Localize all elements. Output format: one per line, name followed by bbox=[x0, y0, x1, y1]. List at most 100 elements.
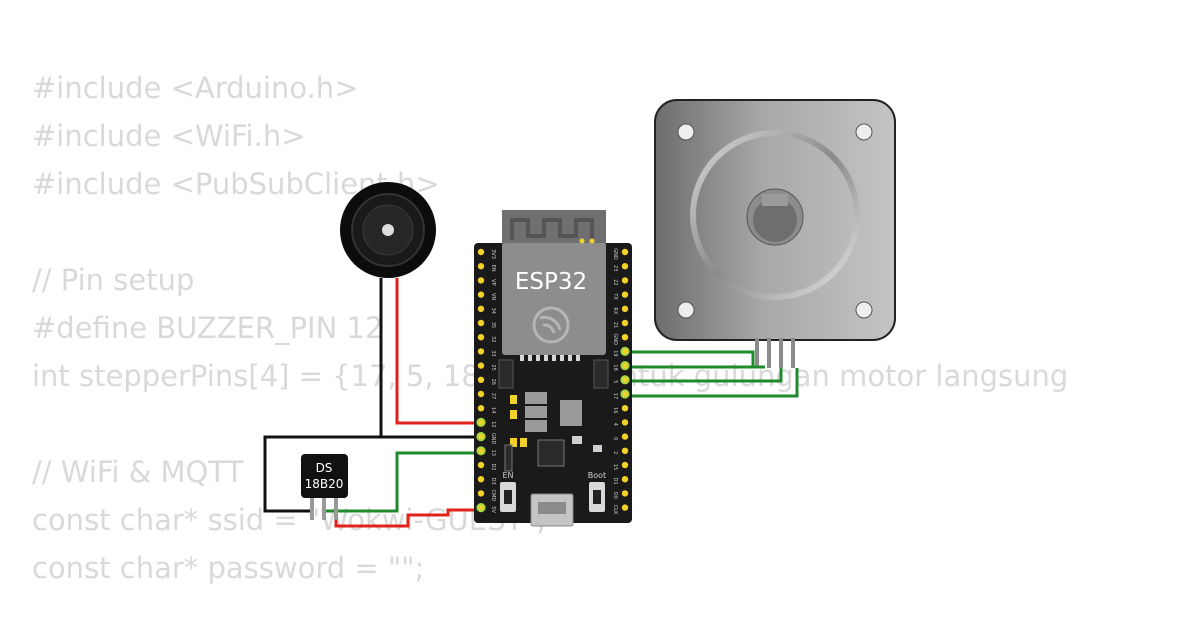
right-pin-label: RX bbox=[612, 307, 618, 314]
left-pin-labels: 3V3ENVPVN343532332526271412GND13D2D3CMD5… bbox=[490, 249, 496, 513]
left-pin-label: 25 bbox=[490, 364, 496, 370]
left-pin-label: D3 bbox=[490, 478, 496, 485]
right-pin[interactable] bbox=[621, 248, 629, 256]
left-pin-label: CMD bbox=[490, 490, 496, 502]
left-pin[interactable] bbox=[477, 277, 485, 284]
right-pin-label: 5 bbox=[612, 380, 618, 383]
left-pin[interactable] bbox=[476, 503, 486, 513]
code-line: // Pin setup bbox=[32, 263, 195, 297]
right-pin[interactable] bbox=[621, 334, 629, 341]
right-pin[interactable] bbox=[621, 490, 629, 497]
right-pin[interactable] bbox=[621, 263, 629, 270]
smd-block-right bbox=[593, 359, 609, 389]
smd-resistor-1 bbox=[510, 395, 517, 404]
left-pin-label: 5V bbox=[490, 506, 496, 513]
left-pin[interactable] bbox=[477, 376, 485, 383]
code-line: #define BUZZER_PIN 12 bbox=[32, 311, 384, 345]
left-pin-label: 32 bbox=[490, 336, 496, 342]
module-castellations bbox=[520, 355, 580, 361]
right-pin-label: 23 bbox=[612, 265, 618, 271]
right-pin[interactable] bbox=[621, 476, 629, 483]
motor-lead-4 bbox=[791, 338, 795, 368]
mount-hole-tr bbox=[855, 123, 873, 141]
left-pin[interactable] bbox=[477, 291, 485, 298]
en-label: EN bbox=[502, 471, 513, 480]
pcb-antenna-icon bbox=[502, 210, 606, 246]
right-pin-label: TX bbox=[612, 292, 618, 300]
sensor-label-2: 18B20 bbox=[305, 477, 344, 491]
left-pin[interactable] bbox=[477, 248, 485, 256]
smd-small-1 bbox=[572, 436, 582, 444]
sensor-label-1: DS bbox=[316, 461, 333, 475]
right-pin-label: 4 bbox=[612, 423, 618, 426]
wire-sensor-gnd[interactable] bbox=[263, 435, 478, 513]
right-pin[interactable] bbox=[621, 405, 629, 412]
right-pin[interactable] bbox=[620, 375, 630, 385]
esp32-board[interactable]: ESP32 EN Boot bbox=[474, 210, 632, 527]
esp32-module bbox=[502, 243, 606, 355]
right-pin[interactable] bbox=[621, 504, 629, 511]
left-pin-label: 12 bbox=[490, 421, 496, 427]
left-pin[interactable] bbox=[476, 446, 486, 456]
usb-uart-chip bbox=[537, 439, 565, 467]
stepper-shaft-flat bbox=[762, 194, 788, 206]
right-pin-label: D0 bbox=[612, 492, 618, 499]
smd-cap-1 bbox=[525, 392, 547, 404]
wire-buzzer-signal[interactable] bbox=[395, 278, 478, 425]
left-pin[interactable] bbox=[476, 432, 486, 442]
left-pin[interactable] bbox=[477, 476, 485, 483]
smd-block-left bbox=[498, 359, 514, 389]
espressif-logo-icon bbox=[532, 306, 570, 344]
sensor-body bbox=[301, 454, 348, 498]
mount-hole-br bbox=[855, 301, 873, 319]
left-pin[interactable] bbox=[477, 362, 485, 369]
right-pin[interactable] bbox=[621, 461, 629, 469]
motor-lead-2 bbox=[767, 338, 771, 368]
wire-motor-3[interactable] bbox=[624, 368, 783, 383]
code-line: int stepperPins[4] = {17, 5, 18, 19}; //… bbox=[32, 359, 1069, 393]
left-pin-label: 33 bbox=[490, 350, 496, 356]
usb-port-slot bbox=[538, 502, 566, 514]
en-button-cap bbox=[504, 490, 512, 504]
left-pin-label: 14 bbox=[490, 407, 496, 413]
code-line: #include <Arduino.h> bbox=[32, 71, 359, 105]
left-pin[interactable] bbox=[477, 390, 485, 398]
stepper-ring bbox=[690, 130, 860, 300]
left-pin[interactable] bbox=[477, 405, 485, 412]
left-pin[interactable] bbox=[477, 348, 485, 355]
left-pin[interactable] bbox=[477, 461, 485, 469]
right-pin[interactable] bbox=[620, 346, 630, 356]
right-pin[interactable] bbox=[621, 433, 629, 440]
right-pin[interactable] bbox=[621, 419, 629, 426]
ds18b20-sensor[interactable]: DS 18B20 bbox=[301, 454, 348, 520]
stepper-motor[interactable] bbox=[654, 99, 896, 368]
smd-resistor-2 bbox=[510, 410, 517, 419]
left-pin[interactable] bbox=[477, 334, 485, 341]
right-pin-label: 21 bbox=[612, 322, 618, 328]
motor-lead-3 bbox=[779, 338, 783, 368]
right-pin[interactable] bbox=[621, 277, 629, 284]
right-pin-label: CLK bbox=[612, 505, 618, 515]
right-pin[interactable] bbox=[620, 389, 630, 399]
left-pin[interactable] bbox=[477, 490, 485, 497]
right-pin-label: 18 bbox=[612, 364, 618, 370]
right-pin[interactable] bbox=[621, 305, 629, 312]
buzzer[interactable] bbox=[340, 182, 436, 278]
right-pin[interactable] bbox=[620, 361, 630, 371]
stepper-shaft bbox=[753, 198, 797, 242]
left-pin[interactable] bbox=[477, 305, 485, 312]
right-pin[interactable] bbox=[621, 319, 629, 327]
wire-motor-4[interactable] bbox=[624, 368, 799, 398]
right-pin[interactable] bbox=[621, 291, 629, 298]
left-pin[interactable] bbox=[476, 417, 486, 427]
module-dot-1 bbox=[579, 238, 585, 244]
left-pin[interactable] bbox=[477, 263, 485, 270]
board-name: ESP32 bbox=[515, 269, 587, 295]
right-pin-label: 19 bbox=[612, 350, 618, 356]
buzzer-center bbox=[382, 224, 394, 236]
wire-motor-1[interactable] bbox=[624, 350, 755, 366]
left-pin[interactable] bbox=[477, 319, 485, 327]
right-pin[interactable] bbox=[621, 447, 629, 454]
wire-sensor-vcc[interactable] bbox=[334, 498, 480, 528]
